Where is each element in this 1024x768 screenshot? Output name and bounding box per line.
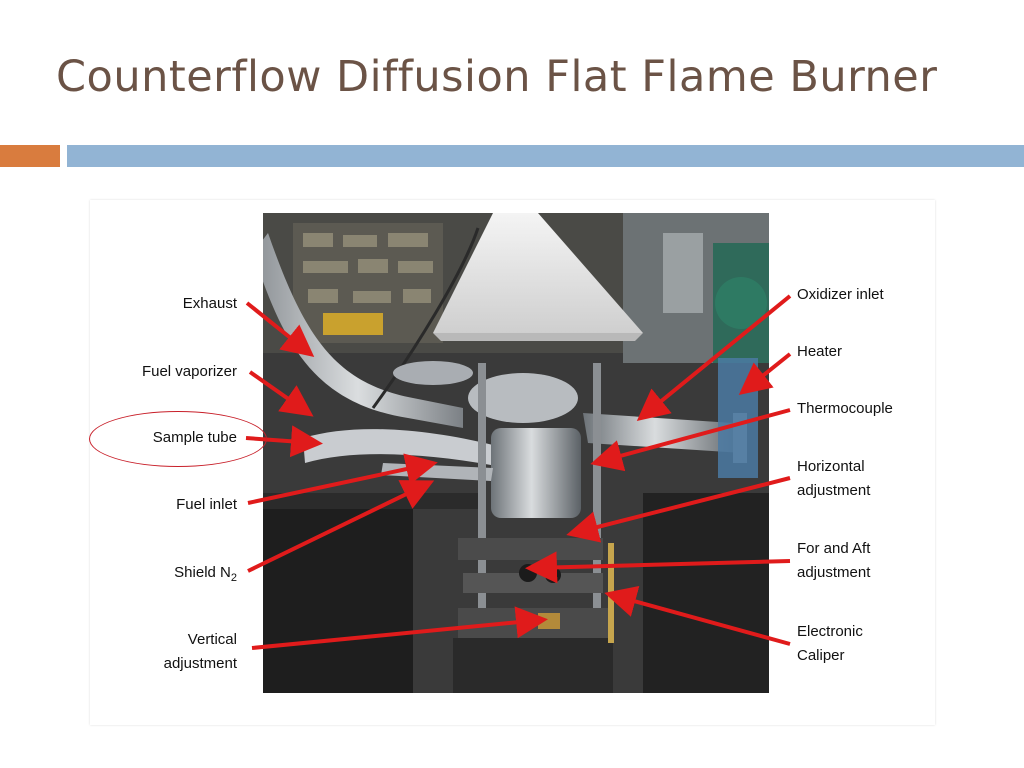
label-sample-tube: Sample tube [152, 429, 237, 446]
label-shield-n2: Shield N2 [174, 564, 237, 584]
title-rule-bar [67, 145, 1024, 167]
label-fuel-inlet: Fuel inlet [176, 496, 237, 513]
apparatus-photo [263, 213, 769, 693]
label-thermocouple: Thermocouple [797, 400, 893, 417]
sample-tube-highlight [89, 411, 267, 467]
slide-title: Counterflow Diffusion Flat Flame Burner [56, 52, 938, 102]
label-heater: Heater [797, 343, 843, 360]
label-oxidizer-inlet: Oxidizer inlet [797, 286, 884, 303]
label-fuel-vaporizer: Fuel vaporizer [141, 363, 237, 380]
label-exhaust: Exhaust [182, 295, 237, 312]
title-accent-bar [0, 145, 60, 167]
